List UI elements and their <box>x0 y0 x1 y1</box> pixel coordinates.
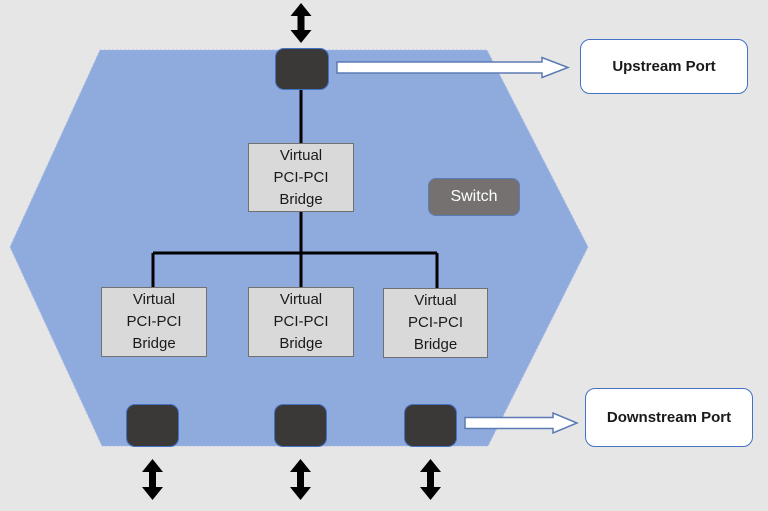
bridge-label-line: PCI-PCI <box>126 313 182 330</box>
upstream-double-arrow-icon <box>290 3 312 43</box>
upstream-port-shape <box>275 48 329 90</box>
bridge-label-line: PCI-PCI <box>407 314 463 331</box>
bridge-label-line: Bridge <box>413 336 458 353</box>
bridge-label-line: PCI-PCI <box>273 168 329 186</box>
virtual-pci-bridge-right: Virtual PCI-PCI Bridge <box>383 288 488 358</box>
upstream-callout-arrow-icon <box>336 56 571 79</box>
virtual-pci-bridge-top: Virtual PCI-PCI Bridge <box>248 143 354 212</box>
downstream-port-label-box: Downstream Port <box>585 388 753 447</box>
switch-body-hexagon <box>9 49 589 447</box>
bridge-label-line: Virtual <box>279 146 323 164</box>
downstream-double-arrow-icon-3 <box>420 459 441 500</box>
bridge-label-line: Virtual <box>279 291 323 308</box>
upstream-port-label: Upstream Port <box>612 58 716 75</box>
switch-label: Switch <box>450 188 498 205</box>
virtual-pci-bridge-middle: Virtual PCI-PCI Bridge <box>248 287 354 357</box>
downstream-port-shape-3 <box>404 404 457 447</box>
downstream-callout-arrow-icon <box>464 411 579 435</box>
downstream-port-shape-2 <box>274 404 327 447</box>
downstream-port-shape-1 <box>126 404 179 447</box>
virtual-pci-bridge-left: Virtual PCI-PCI Bridge <box>101 287 207 357</box>
bridge-label-line: Virtual <box>414 292 457 309</box>
upstream-port-label-box: Upstream Port <box>580 39 748 94</box>
bridge-label-line: PCI-PCI <box>273 313 329 330</box>
downstream-double-arrow-icon-1 <box>142 459 163 500</box>
bridge-label-line: Bridge <box>279 190 323 208</box>
bridge-label-line: Bridge <box>132 335 176 352</box>
switch-label-tag: Switch <box>428 178 520 216</box>
bridge-label-line: Virtual <box>132 291 176 308</box>
downstream-double-arrow-icon-2 <box>290 459 311 500</box>
bridge-label-line: Bridge <box>279 335 323 352</box>
downstream-port-label: Downstream Port <box>606 409 732 426</box>
